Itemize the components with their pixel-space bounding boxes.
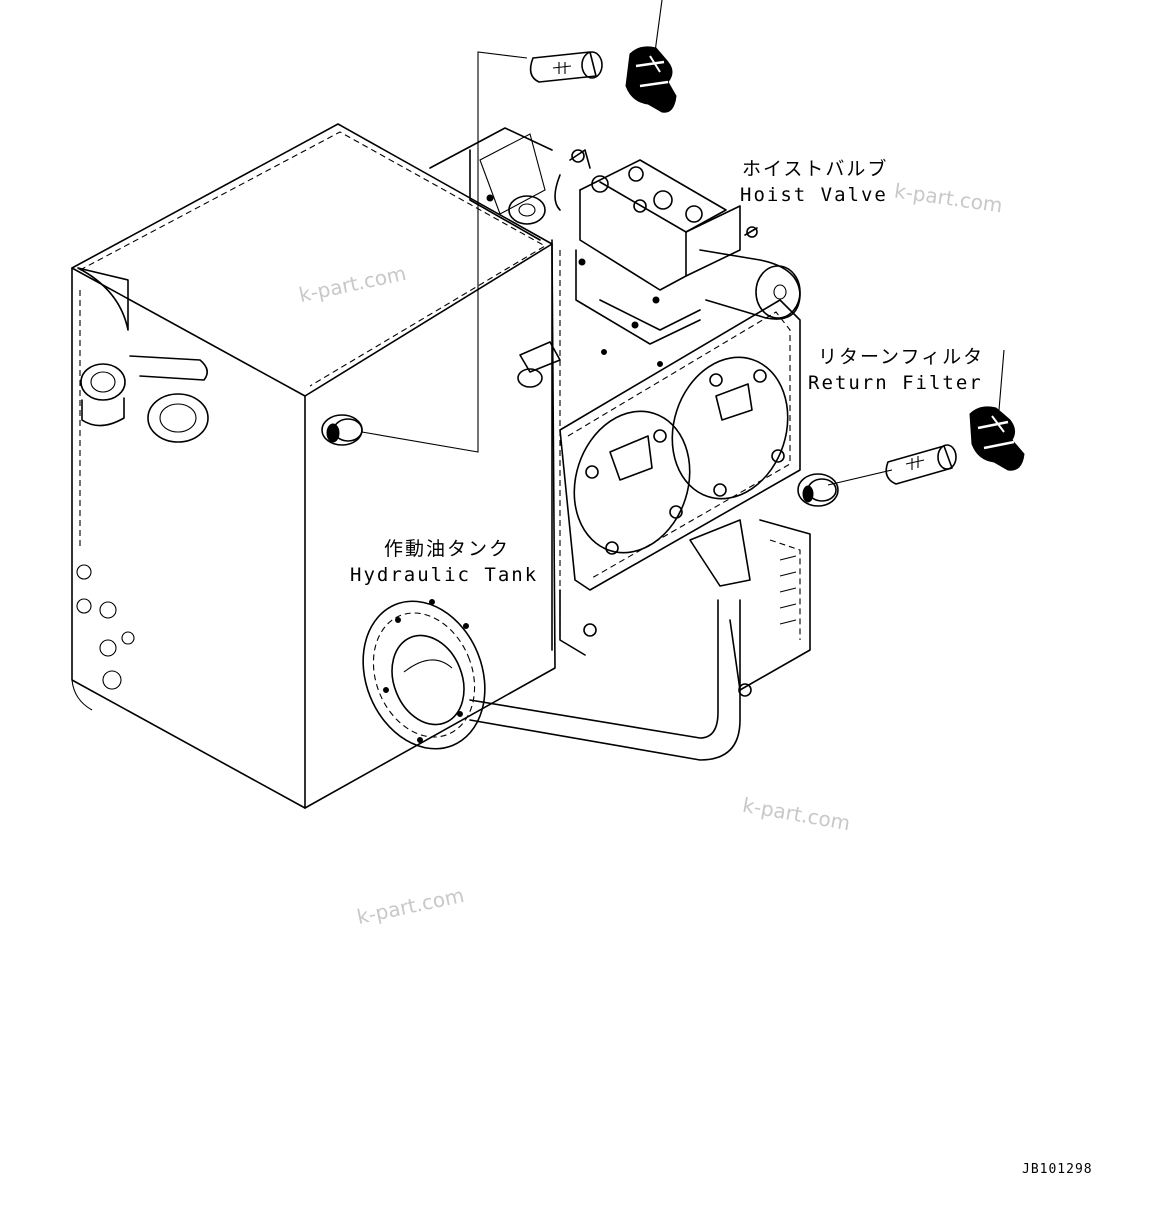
tank-inspection-cover [362,599,486,750]
leader-lines [361,0,1005,486]
hoist-valve-label-en: Hoist Valve [740,184,888,206]
return-filter-gauge [797,473,839,507]
hydraulic-tank [71,123,556,809]
hydraulic-tank-label-en: Hydraulic Tank [350,564,539,586]
sight-tube-icon [529,51,603,83]
return-filter-assembly [559,299,811,697]
return-filter-label-en: Return Filter [808,372,983,394]
hydraulic-piping [469,589,741,761]
sight-tube-icon [885,444,957,485]
drawing-code: JB101298 [1022,1162,1093,1177]
gauge-knob-icon [969,406,1025,471]
hoist-valve [554,149,801,367]
return-filter-label-jp: リターンフィルタ [818,346,985,368]
tank-left-fittings [76,267,209,690]
hydraulic-tank-label-jp: 作動油タンク [384,538,511,560]
sight-gauge-ring-icon [321,414,363,446]
bracket-frame [429,127,561,651]
gauge-knob-icon [625,46,677,113]
hoist-valve-label-jp: ホイストバルブ [742,158,889,180]
